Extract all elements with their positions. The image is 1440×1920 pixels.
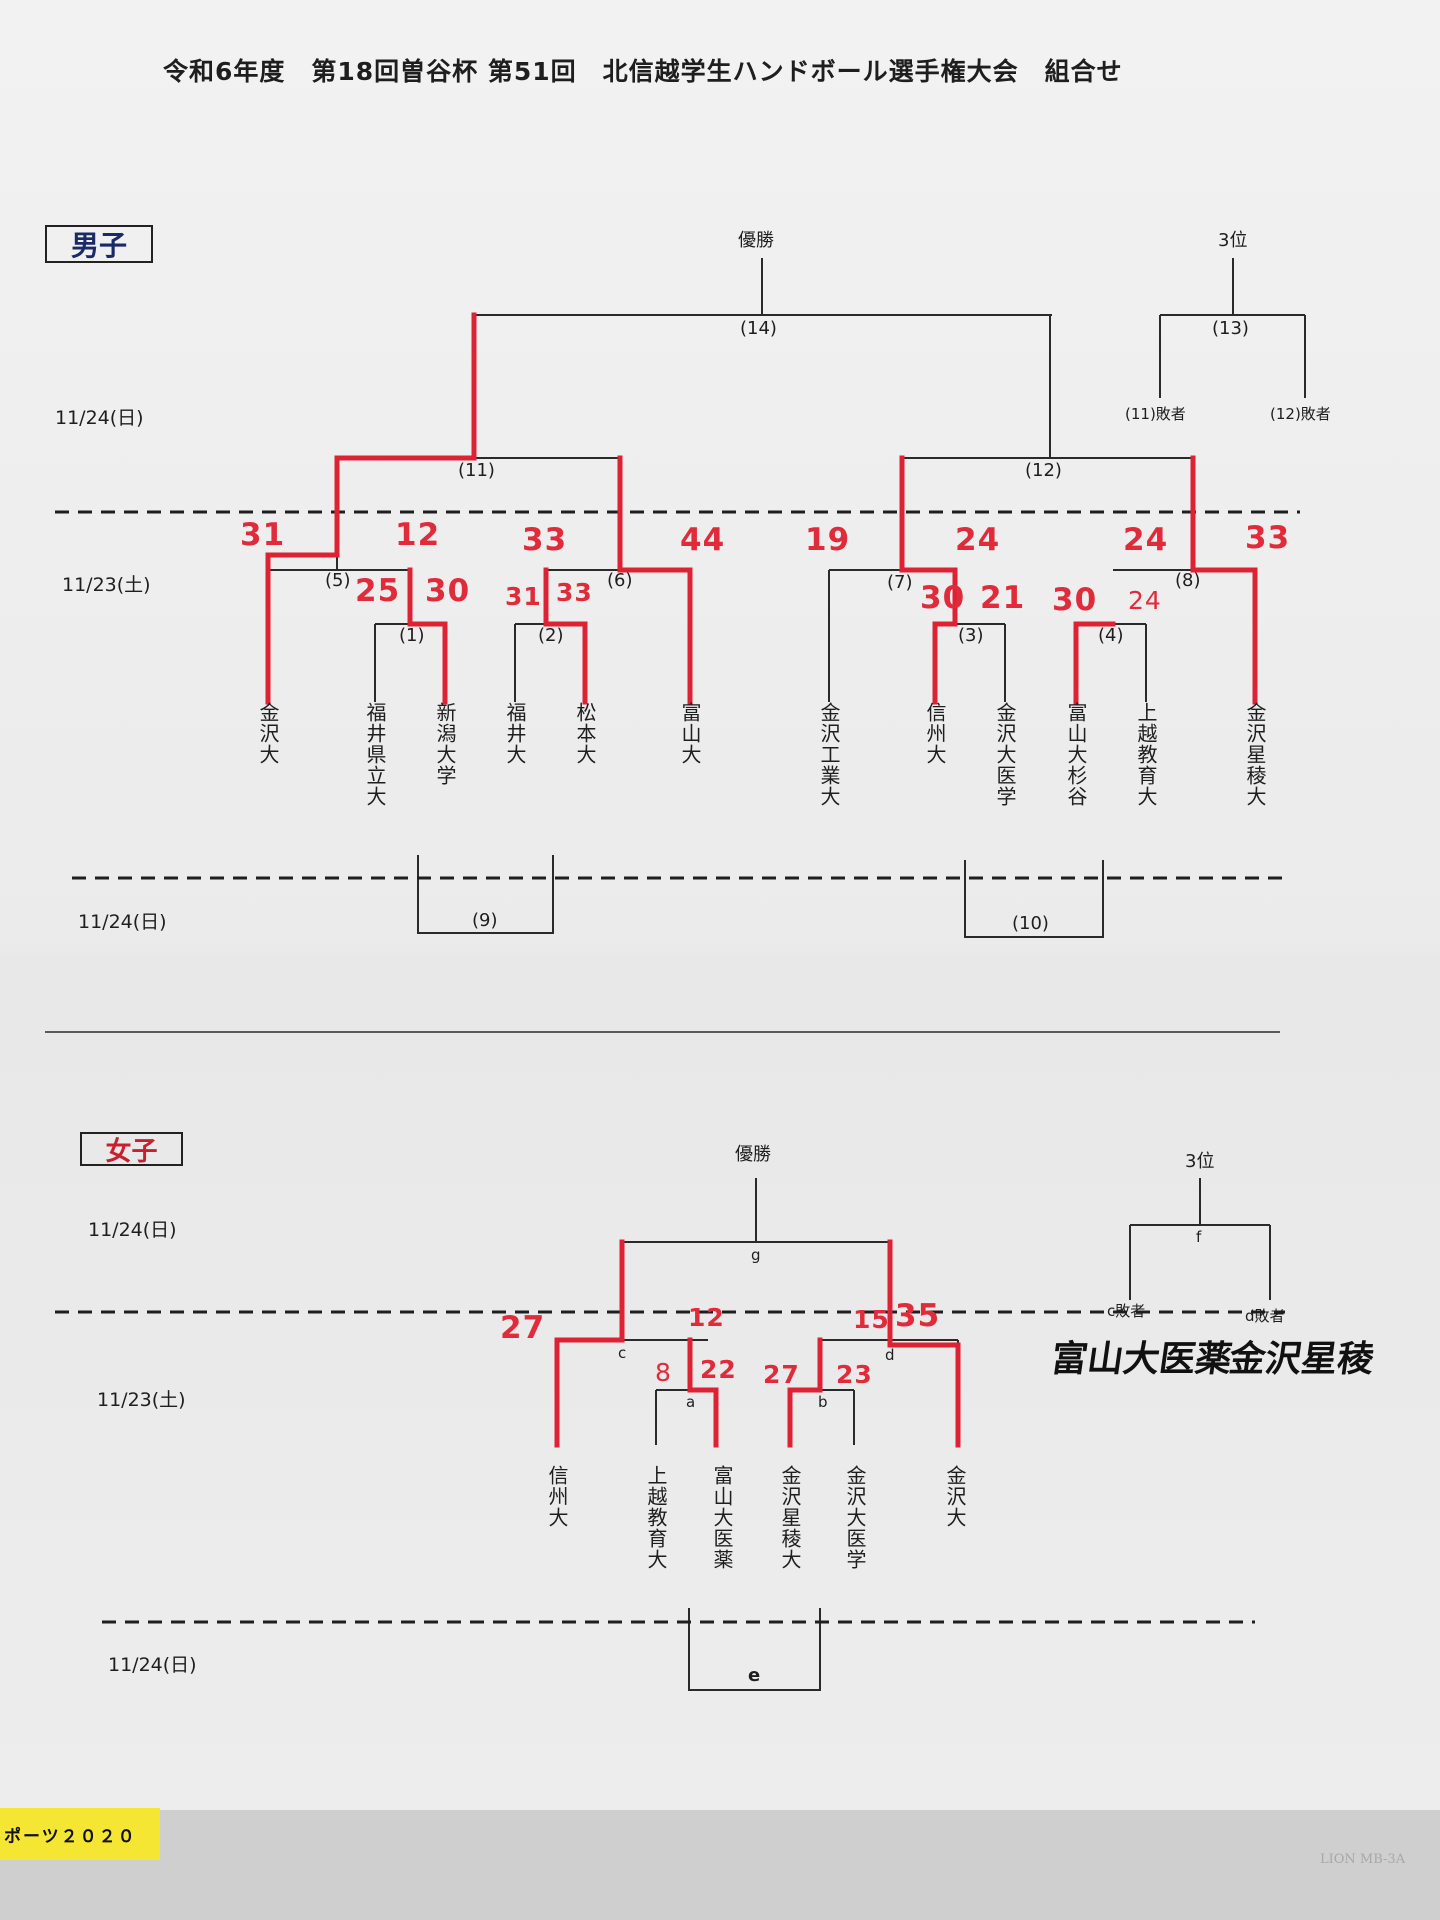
score-m1-right: 30 [425, 573, 471, 609]
match-11: (11) [458, 460, 495, 481]
score-c-left: 27 [500, 1310, 546, 1346]
mens-third-label: 3位 [1218, 230, 1248, 251]
team-w-kanazawa-seiryo: 金沢星稜大 [778, 1465, 802, 1570]
team-fukui: 福井大 [503, 702, 527, 765]
score-m7-right: 24 [955, 522, 1001, 558]
score-a-left: 8 [655, 1358, 672, 1387]
score-m8-left: 24 [1123, 522, 1169, 558]
match-10: (10) [1012, 913, 1049, 934]
tournament-sheet [0, 0, 1440, 1810]
third-slot-c: c敗者 [1107, 1302, 1146, 1320]
match-e: e [748, 1665, 761, 1686]
team-w-joetsu: 上越教育大 [644, 1465, 668, 1570]
womens-date-final: 11/24(日) [88, 1219, 177, 1241]
team-joetsu: 上越教育大 [1134, 702, 1158, 807]
womens-date-consolation: 11/24(日) [108, 1654, 197, 1676]
score-m2-left: 31 [505, 582, 542, 611]
match-13: (13) [1212, 318, 1249, 339]
third-slot-d: d敗者 [1245, 1307, 1285, 1325]
team-shinshu: 信州大 [923, 702, 947, 765]
team-toyama: 富山大 [678, 702, 702, 765]
match-14: (14) [740, 318, 777, 339]
team-kanazawa-med: 金沢大医学 [993, 702, 1017, 807]
board-brand: LION MB-3A [1320, 1852, 1406, 1867]
match-6: (6) [607, 570, 633, 591]
team-niigata: 新潟大学 [433, 702, 457, 786]
third-slot-12: (12)敗者 [1270, 405, 1331, 423]
score-m5-right: 12 [395, 517, 441, 553]
team-w-kanazawa: 金沢大 [943, 1465, 967, 1528]
score-b-right: 23 [836, 1360, 873, 1389]
womens-section-label: 女子 [80, 1132, 183, 1167]
match-12: (12) [1025, 460, 1062, 481]
score-m7-left: 19 [805, 522, 851, 558]
team-kanazawa-seiryo: 金沢星稜大 [1243, 702, 1267, 807]
score-m6-right: 44 [680, 522, 726, 558]
team-w-toyama-med: 富山大医薬 [710, 1465, 734, 1570]
score-m4-right: 24 [1128, 586, 1162, 615]
handwritten-third-d: 金沢星稜 [1226, 1338, 1377, 1380]
match-1: (1) [399, 625, 425, 646]
womens-date-first: 11/23(土) [97, 1389, 186, 1411]
score-m6-left: 33 [522, 522, 568, 558]
mens-date-final: 11/24(日) [55, 407, 144, 429]
score-a-right: 22 [700, 1355, 737, 1384]
team-fukui-pref: 福井県立大 [363, 702, 387, 807]
third-slot-11: (11)敗者 [1125, 405, 1186, 423]
match-c: c [618, 1344, 627, 1362]
score-m5-left: 31 [240, 517, 286, 553]
match-a: a [686, 1393, 696, 1411]
score-m2-right: 33 [556, 578, 593, 607]
match-5: (5) [325, 570, 351, 591]
womens-third-label: 3位 [1185, 1151, 1215, 1172]
team-w-kanazawa-med: 金沢大医学 [843, 1465, 867, 1570]
mens-section-label: 男子 [45, 225, 153, 263]
mens-date-first: 11/23(土) [62, 574, 151, 596]
score-m3-right: 21 [980, 580, 1026, 616]
handwritten-third-c: 富山大医薬 [1048, 1338, 1235, 1380]
match-3: (3) [958, 625, 984, 646]
match-4: (4) [1098, 625, 1124, 646]
match-d: d [885, 1346, 895, 1364]
score-d-left: 15 [853, 1305, 890, 1334]
board-edge [0, 1810, 1440, 1920]
score-m1-left: 25 [355, 573, 401, 609]
score-c-right: 12 [688, 1303, 725, 1332]
score-m4-left: 30 [1052, 582, 1098, 618]
mens-champion-label: 優勝 [738, 230, 774, 251]
match-2: (2) [538, 625, 564, 646]
team-toyama-sugitani: 富山大杉谷 [1064, 702, 1088, 807]
page-title: 令和6年度 第18回曽谷杯 第51回 北信越学生ハンドボール選手権大会 組合せ [163, 57, 1123, 86]
match-g: g [751, 1246, 761, 1264]
team-kanazawa-tech: 金沢工業大 [817, 702, 841, 807]
team-matsumoto: 松本大 [573, 702, 597, 765]
match-8: (8) [1175, 570, 1201, 591]
womens-champion-label: 優勝 [735, 1144, 771, 1165]
score-m3-left: 30 [920, 580, 966, 616]
match-b: b [818, 1393, 828, 1411]
match-f: f [1196, 1228, 1202, 1246]
bracket-lines [45, 258, 1306, 1691]
team-kanazawa: 金沢大 [256, 702, 280, 765]
team-w-shinshu: 信州大 [545, 1465, 569, 1528]
mens-date-consolation: 11/24(日) [78, 911, 167, 933]
score-b-left: 27 [763, 1360, 800, 1389]
match-9: (9) [472, 910, 498, 931]
score-m8-right: 33 [1245, 520, 1291, 556]
score-d-right: 35 [895, 1298, 941, 1334]
match-7: (7) [887, 572, 913, 593]
label-sticker: ポーツ２０２０ [0, 1808, 160, 1860]
